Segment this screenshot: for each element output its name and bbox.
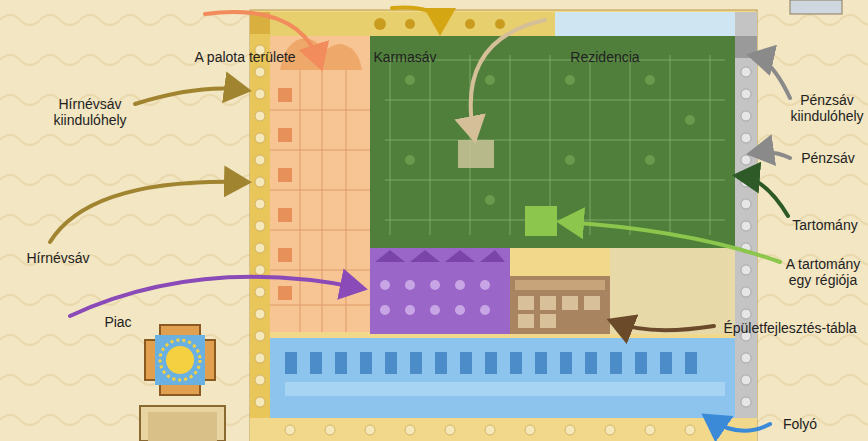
money-start-label: Pénzsáv kiindulóhely [789,92,865,124]
market-label: Piac [93,314,143,330]
fame-start-label: Hírnévsáv kiindulóhely [45,96,135,128]
province-label: Tartomány [785,217,865,233]
karma-label: Karmasáv [365,49,445,65]
residence-label: Rezidencia [560,49,650,65]
palace-label: A palota területe [175,49,315,65]
river-label: Folyó [770,416,830,432]
region-label: A tartomány egy régiója [783,256,863,288]
money-track-label: Pénzsáv [793,150,863,166]
upgrade-board-label: Épületfejlesztés-tábla [715,320,865,336]
fame-track-label: Hírnévsáv [13,250,103,266]
